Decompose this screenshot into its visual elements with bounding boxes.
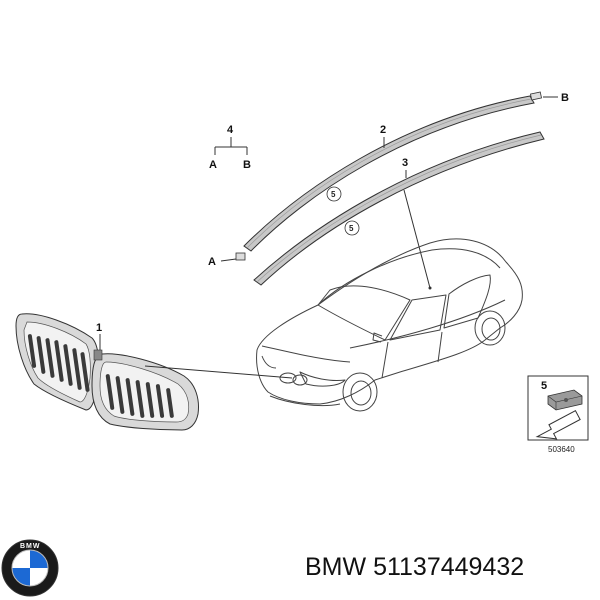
svg-text:5: 5 [349, 224, 354, 233]
car-outline [256, 238, 523, 412]
callout-4-a: A [209, 159, 217, 171]
svg-text:5: 5 [331, 190, 336, 199]
callout-end-a: A [208, 256, 216, 268]
kidney-grille [15, 313, 199, 431]
leader-3 [403, 189, 431, 289]
upper-trim-strip [235, 91, 542, 261]
callout-3: 3 [402, 157, 408, 169]
part-caption: BMW 51137449432 [305, 553, 524, 582]
leader-1 [144, 365, 293, 379]
callout-2: 2 [380, 124, 386, 136]
caption-part-number: 51137449432 [373, 553, 525, 581]
ref-circle-lower: 5 [344, 220, 360, 236]
end-clip-a [235, 252, 246, 261]
inset-callout-5: 5 [541, 380, 547, 392]
callout-4: 4 [227, 124, 234, 136]
end-clip-b [530, 91, 542, 101]
callout-1: 1 [96, 322, 102, 334]
inset-code: 503640 [548, 445, 575, 454]
ref-circle-upper: 5 [326, 186, 342, 202]
callout-4-b: B [243, 159, 251, 171]
bmw-logo: BMW [1, 539, 59, 597]
inset-clip-detail: 5 [527, 375, 589, 441]
roof-trim-pointer [428, 286, 432, 290]
callout-end-b: B [561, 92, 569, 104]
clip-set-callout: 4 A B [209, 124, 251, 171]
lower-trim-strip [253, 131, 545, 286]
bmw-logo-ring-text: BMW [20, 543, 41, 550]
caption-brand: BMW [305, 553, 367, 581]
